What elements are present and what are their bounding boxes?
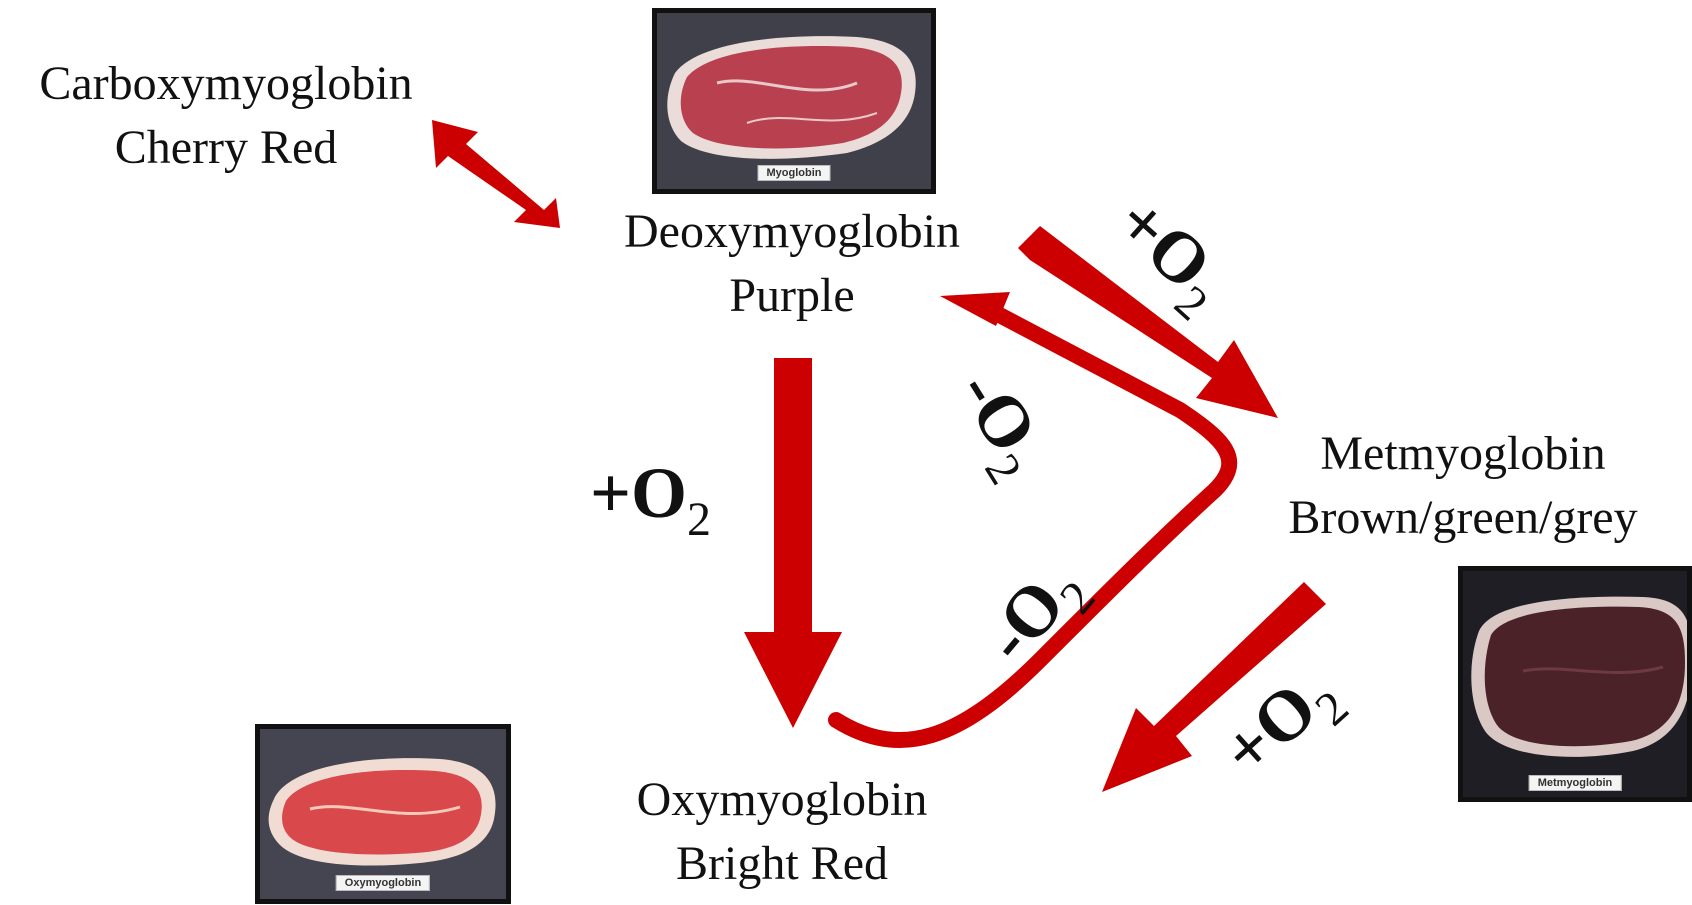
carboxymyoglobin-color: Cherry Red xyxy=(6,116,446,180)
meat-steak-image xyxy=(260,729,506,899)
carboxy-deoxy-double-arrow xyxy=(432,120,560,228)
carboxymyoglobin-label: Carboxymyoglobin Cherry Red xyxy=(6,52,446,180)
metmyoglobin-photo: Metmyoglobin xyxy=(1458,566,1692,802)
myoglobin-photo-caption: Myoglobin xyxy=(758,165,831,181)
metmyoglobin-name: Metmyoglobin xyxy=(1234,422,1692,486)
reaction-label-deoxy-to-oxy: +O2 xyxy=(590,452,711,535)
deoxymyoglobin-color: Purple xyxy=(572,264,1012,328)
metmyoglobin-color: Brown/green/grey xyxy=(1234,486,1692,550)
myoglobin-photo: Myoglobin xyxy=(652,8,936,194)
oxymyoglobin-photo: Oxymyoglobin xyxy=(255,724,511,904)
metmyoglobin-label: Metmyoglobin Brown/green/grey xyxy=(1234,422,1692,550)
meat-steak-image xyxy=(657,13,931,189)
carboxymyoglobin-name: Carboxymyoglobin xyxy=(6,52,446,116)
reaction-subscript: 2 xyxy=(687,493,711,546)
meat-steak-image xyxy=(1463,571,1692,797)
oxymyoglobin-label: Oxymyoglobin Bright Red xyxy=(562,768,1002,896)
deoxymyoglobin-label: Deoxymyoglobin Purple xyxy=(572,200,1012,328)
oxymyoglobin-name: Oxymyoglobin xyxy=(562,768,1002,832)
oxymyoglobin-photo-caption: Oxymyoglobin xyxy=(336,875,430,891)
metmyoglobin-photo-caption: Metmyoglobin xyxy=(1529,775,1622,791)
deoxymyoglobin-name: Deoxymyoglobin xyxy=(572,200,1012,264)
deoxy-to-oxy-arrow xyxy=(744,358,842,728)
reaction-sign: +O xyxy=(590,453,687,533)
oxymyoglobin-color: Bright Red xyxy=(562,832,1002,896)
